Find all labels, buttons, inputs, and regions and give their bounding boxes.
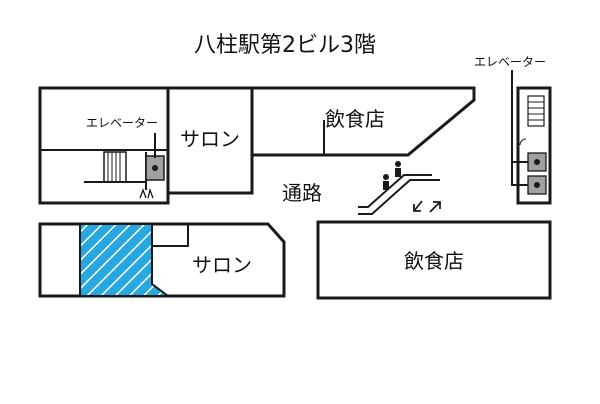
- highlighted-store: [79, 223, 171, 297]
- elevator-left-icon: [145, 155, 165, 181]
- elevator-left-label: エレベーター: [86, 116, 158, 130]
- upper-left-core: [38, 86, 170, 205]
- up-down-arrows-icon: [413, 200, 441, 213]
- map-title: 八柱駅第2ビル3階: [194, 33, 376, 58]
- elevator-right-label: エレベーター: [474, 55, 546, 69]
- salon-lower-label: サロン: [192, 253, 252, 277]
- escalator-icon: [358, 161, 440, 215]
- salon-upper-label: サロン: [180, 127, 240, 151]
- salon-upper-room: [166, 86, 254, 195]
- restaurant-lower-room: [316, 220, 552, 300]
- corridor-label: 通路: [282, 181, 322, 205]
- elevator-right-icon: [527, 152, 547, 195]
- restaurant-upper-room: [250, 86, 476, 157]
- restaurant-upper-label: 飲食店: [325, 107, 385, 131]
- restaurant-lower-label: 飲食店: [404, 249, 464, 273]
- restroom-icon: [139, 187, 154, 199]
